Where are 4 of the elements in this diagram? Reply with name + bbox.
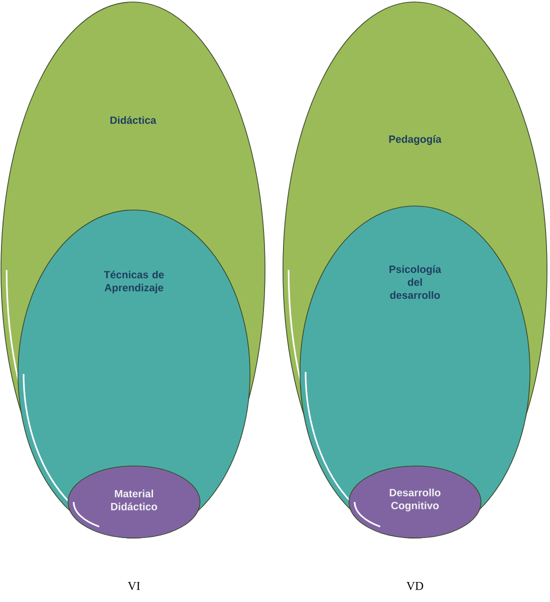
variable-label: VI <box>128 582 140 590</box>
ellipse-node: Material Didáctico <box>68 466 200 538</box>
variable-label: VD <box>406 582 424 590</box>
ellipse-node: Desarrollo Cognitivo <box>348 466 482 538</box>
